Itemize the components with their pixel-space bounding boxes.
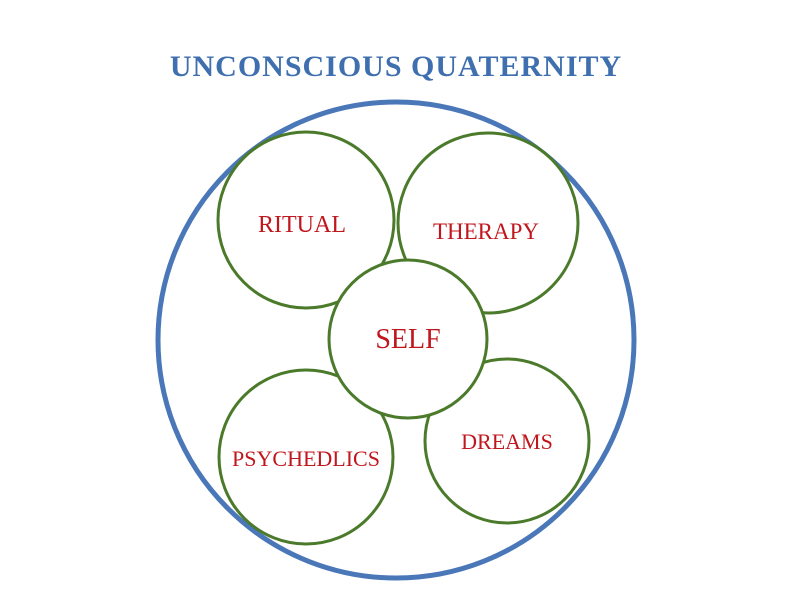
node-therapy-label: THERAPY (433, 219, 539, 244)
node-psychedlics: PSYCHEDLICS (217, 368, 395, 546)
node-psychedlics-label: PSYCHEDLICS (232, 446, 380, 471)
node-dreams: DREAMS (423, 357, 591, 525)
node-self: SELF (327, 258, 489, 420)
node-ritual-label: RITUAL (258, 212, 346, 238)
diagram-title: UNCONSCIOUS QUATERNITY (169, 50, 623, 83)
node-ritual: RITUAL (216, 130, 396, 310)
node-self-circle (327, 258, 489, 420)
node-dreams-circle (423, 357, 591, 525)
node-psychedlics-circle (217, 368, 395, 546)
node-dreams-label: DREAMS (461, 429, 553, 454)
node-ritual-circle (216, 130, 396, 310)
outer-circle (155, 99, 637, 581)
node-self-label: SELF (375, 324, 440, 355)
